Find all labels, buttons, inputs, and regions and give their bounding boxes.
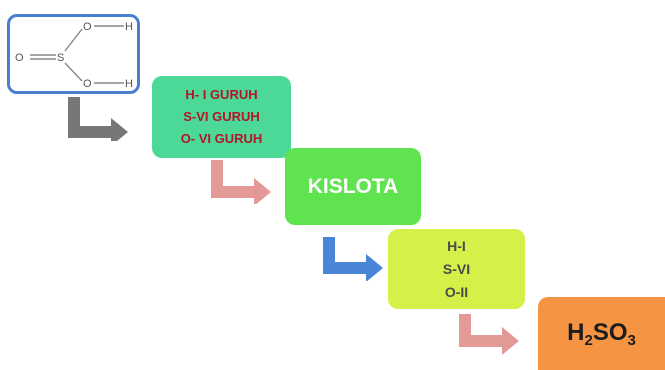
atom-o-top: O	[83, 21, 92, 33]
group-s-label: S-VI GURUH	[183, 109, 260, 124]
formula-so: SO	[592, 318, 628, 346]
valence-box: H-I S-VI O-II	[388, 229, 525, 309]
molecule-diagram: O S O O H H	[15, 21, 133, 90]
kislota-label: KISLOTA	[307, 174, 399, 198]
valence-h-label: H-I	[447, 237, 466, 254]
group-h-label: H- I GURUH	[185, 87, 258, 102]
formula-box: H2SO3	[538, 297, 665, 370]
groups-box: H- I GURUH S-VI GURUH O- VI GURUH	[152, 76, 291, 158]
atom-o-bottom: O	[83, 78, 92, 90]
atom-h-bottom: H	[125, 78, 133, 90]
pink-elbow-arrow-2	[459, 314, 519, 355]
kislota-box: KISLOTA	[285, 148, 421, 225]
blue-elbow-arrow	[323, 237, 383, 281]
formula-text: H2SO3	[567, 319, 636, 349]
formula-h: H	[567, 318, 585, 346]
valence-o-label: O-II	[444, 283, 469, 300]
structural-formula: O S O O H H	[7, 14, 140, 94]
gray-elbow-arrow	[68, 97, 128, 141]
group-o-label: O- VI GURUH	[180, 131, 263, 146]
atom-s: S	[57, 52, 64, 64]
formula-o-subscript: 3	[627, 331, 636, 349]
atom-h-top: H	[125, 21, 133, 33]
atom-o-double: O	[15, 52, 24, 64]
formula-h-subscript: 2	[584, 331, 593, 349]
valence-s-label: S-VI	[442, 260, 471, 277]
pink-elbow-arrow	[211, 160, 271, 204]
